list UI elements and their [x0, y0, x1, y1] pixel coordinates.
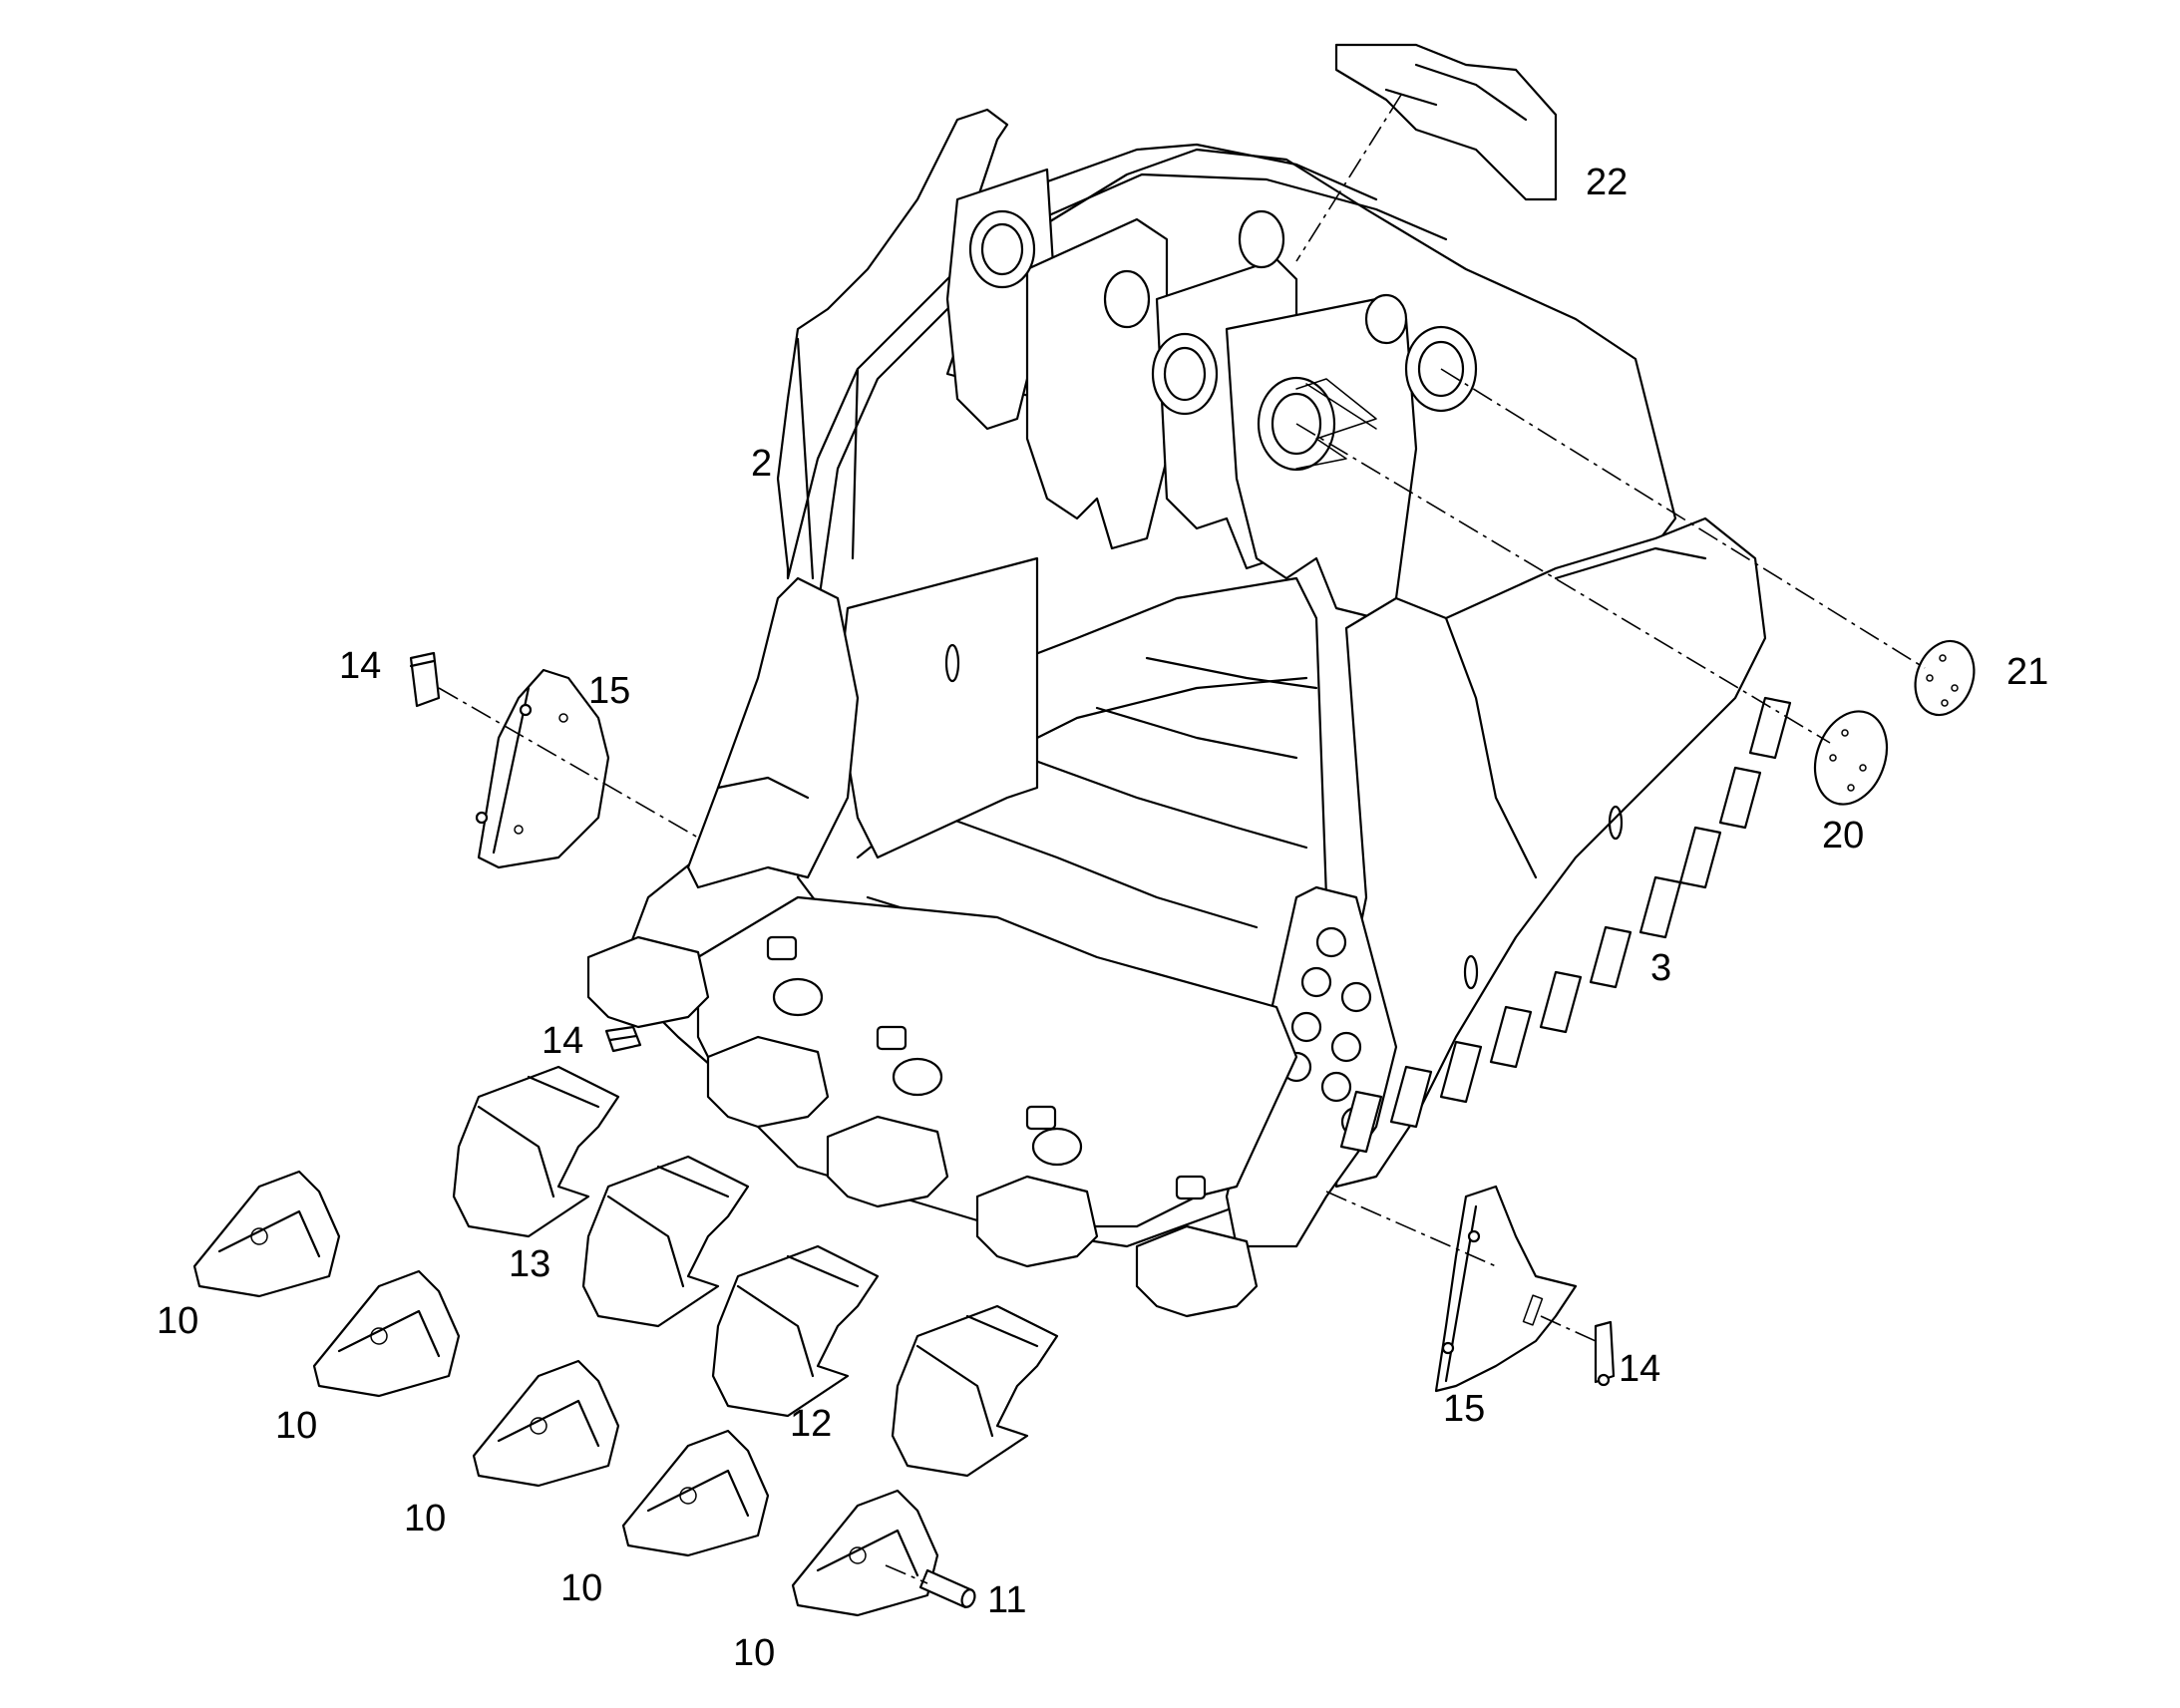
callout-labels: 22 2 14 15 21 20 3 14 13 10 10 12 15 14 … — [157, 162, 2048, 1674]
part-13-adapter — [452, 1065, 750, 1328]
callout-15: 15 — [1443, 1388, 1485, 1430]
callout-10: 10 — [404, 1498, 446, 1539]
callout-14: 14 — [542, 1020, 583, 1062]
callout-13: 13 — [509, 1243, 550, 1285]
part-21-cover-plate — [1914, 639, 1976, 717]
part-15-wing-shroud-right — [1434, 1185, 1578, 1393]
callout-10: 10 — [157, 1300, 198, 1342]
part-14-lock-right — [1594, 1320, 1616, 1387]
callout-10: 10 — [275, 1405, 317, 1447]
callout-10: 10 — [733, 1632, 775, 1674]
callout-21: 21 — [2006, 651, 2048, 693]
callout-11: 11 — [987, 1579, 1026, 1621]
callout-12: 12 — [790, 1403, 832, 1445]
bucket-body — [586, 108, 1792, 1318]
part-12-adapter — [711, 1244, 1059, 1478]
callout-3: 3 — [1650, 947, 1671, 989]
part-10-tooth-2 — [312, 1269, 461, 1398]
part-14-lock-middle — [604, 1025, 642, 1053]
part-10-tooth-4 — [621, 1429, 770, 1557]
callout-14: 14 — [1619, 1348, 1660, 1390]
part-10-tooth-1 — [192, 1170, 341, 1298]
part-22-wear-strip — [1334, 43, 1558, 201]
part-20-cover-plate — [1813, 710, 1889, 806]
leader-lines — [438, 94, 1926, 1584]
callout-14: 14 — [339, 645, 381, 687]
callout-10: 10 — [560, 1567, 602, 1609]
callout-22: 22 — [1586, 162, 1628, 203]
callout-15: 15 — [588, 670, 630, 712]
part-10-tooth-5 — [791, 1489, 939, 1617]
part-11-pin — [918, 1568, 976, 1609]
part-14-lock-upper-left — [409, 651, 441, 708]
callout-20: 20 — [1822, 815, 1864, 856]
part-10-tooth-3 — [472, 1359, 620, 1488]
callout-2: 2 — [751, 443, 772, 485]
part-15-wing-shroud-left — [475, 668, 610, 869]
